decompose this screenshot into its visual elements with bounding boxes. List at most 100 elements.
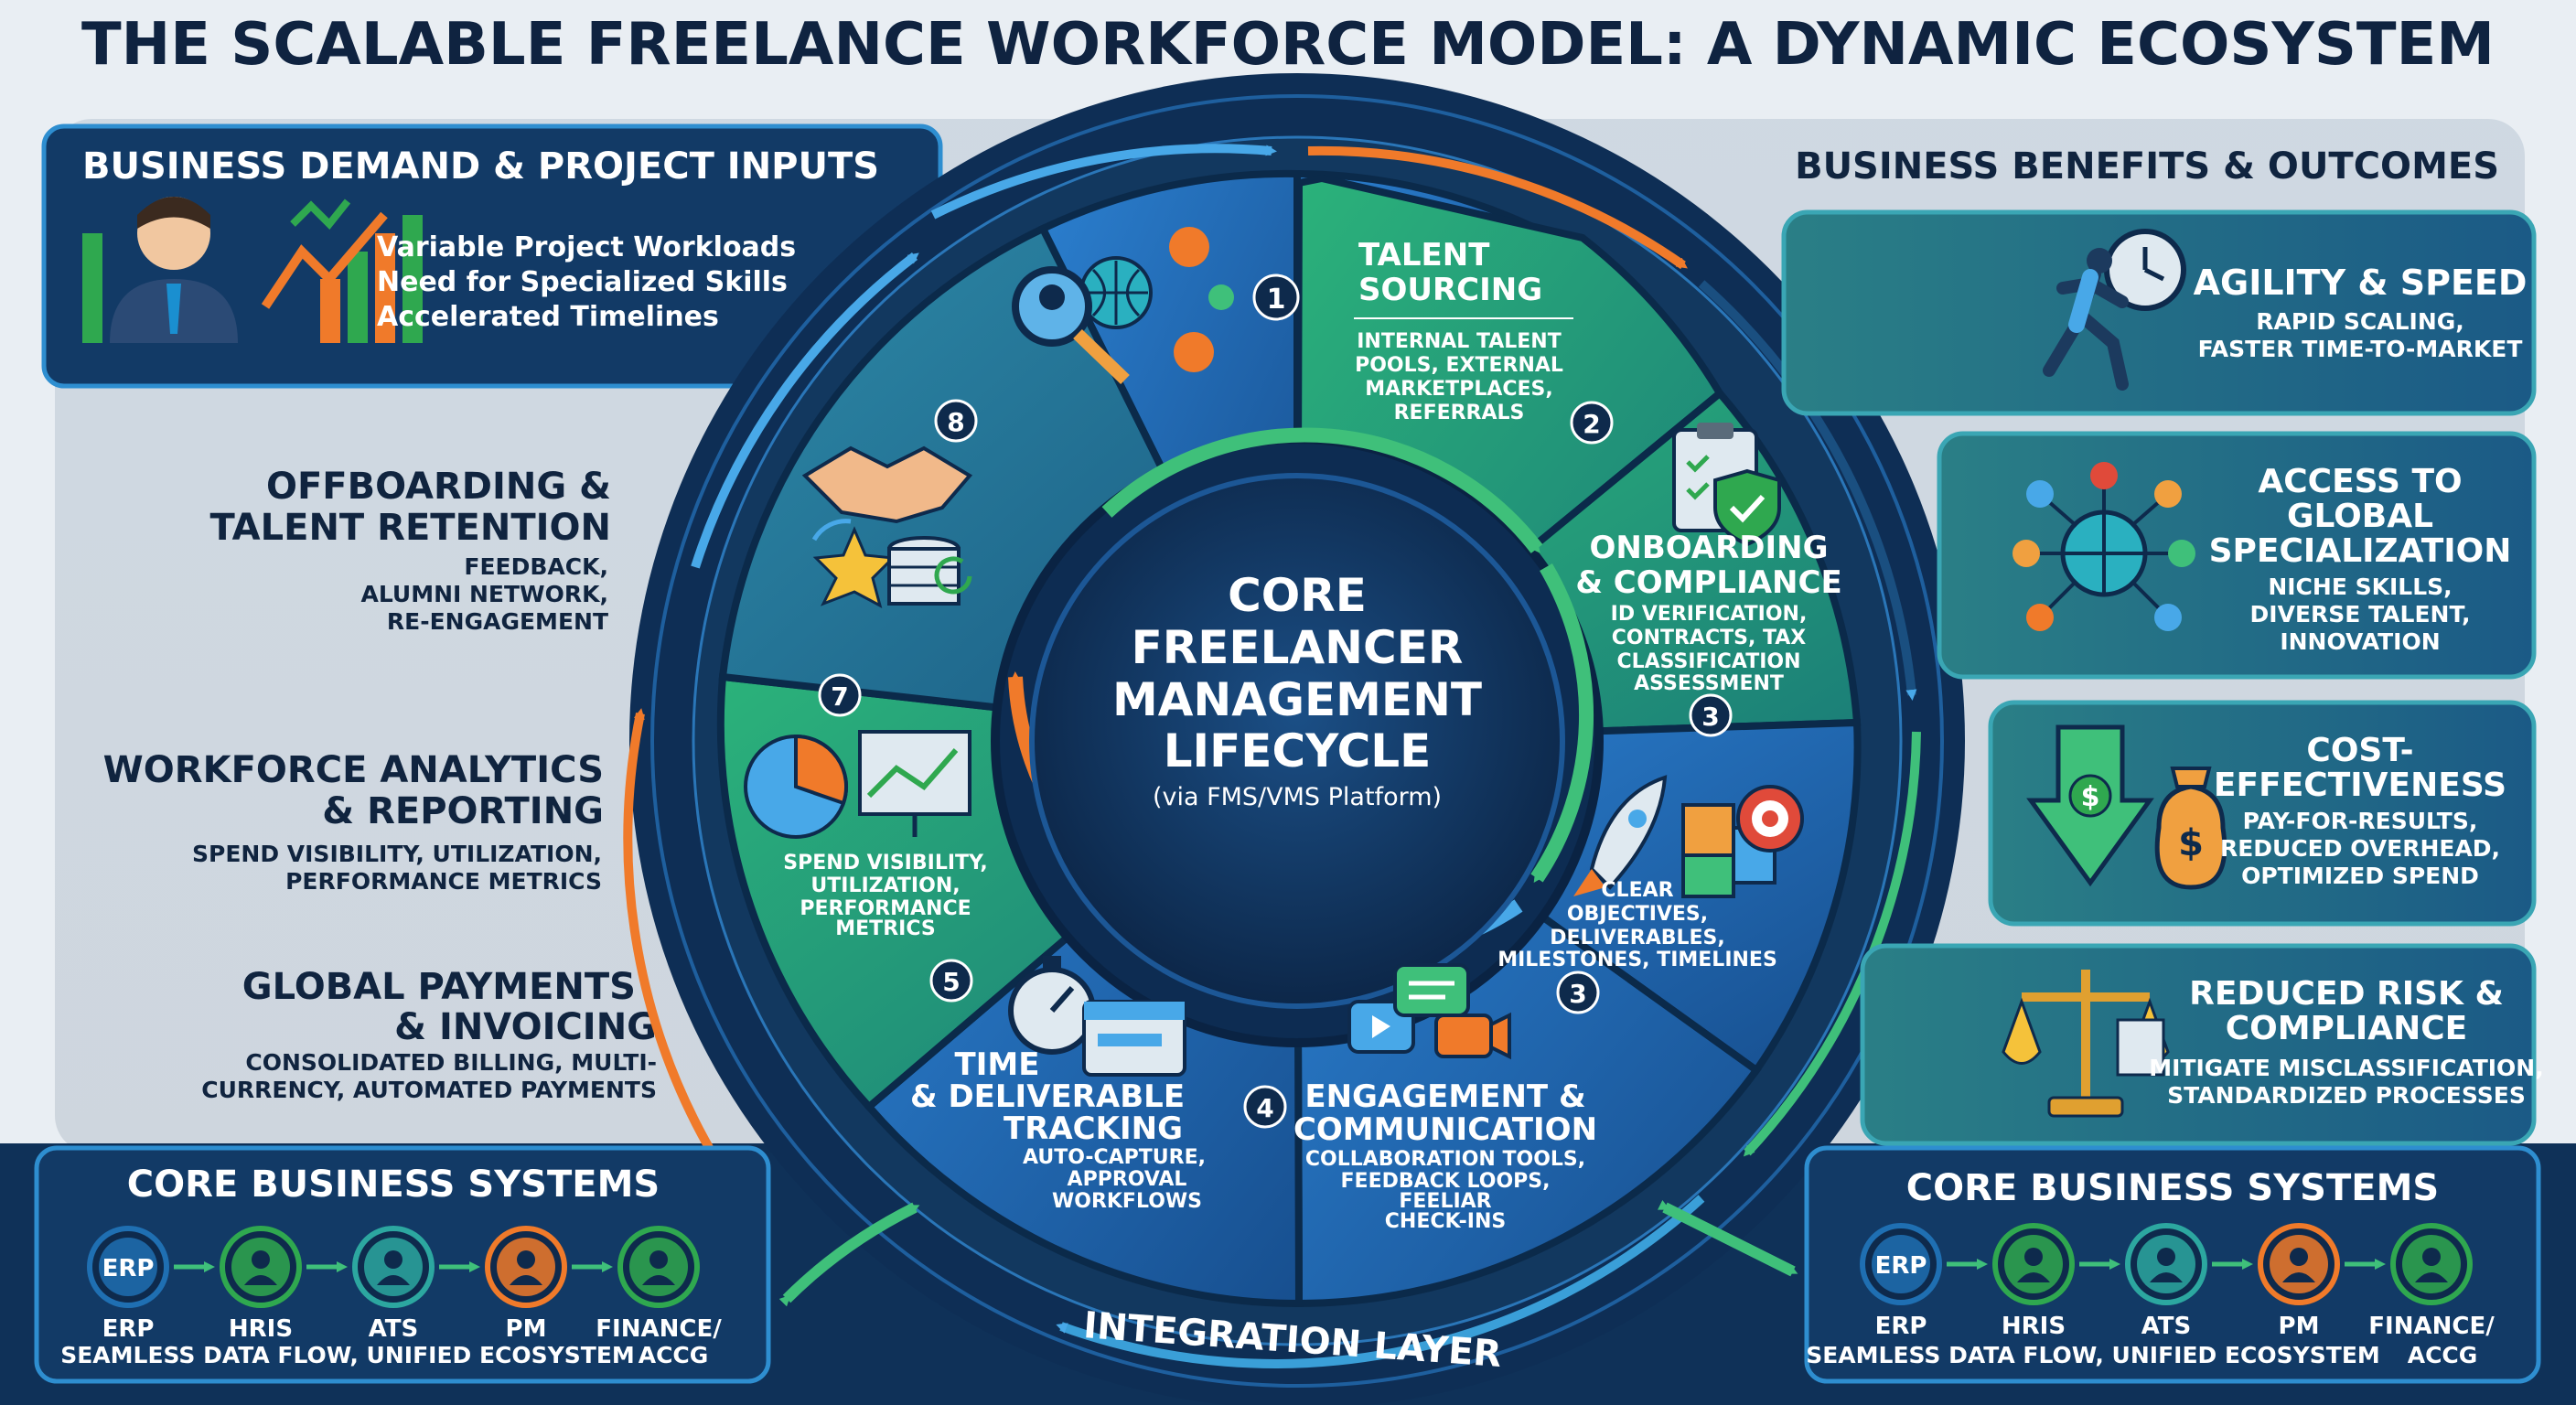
svg-text:RE-ENGAGEMENT: RE-ENGAGEMENT	[387, 608, 608, 635]
svg-text:INNOVATION: INNOVATION	[2280, 628, 2440, 655]
svg-text:& REPORTING: & REPORTING	[322, 790, 604, 832]
svg-text:ASSESSMENT: ASSESSMENT	[1634, 672, 1784, 695]
input-line-2: Need for Specialized Skills	[377, 266, 788, 298]
segment-2-title-2: SOURCING	[1358, 272, 1542, 308]
svg-text:STANDARDIZED PROCESSES: STANDARDIZED PROCESSES	[2167, 1082, 2526, 1109]
svg-text:CONTRACTS, TAX: CONTRACTS, TAX	[1612, 627, 1807, 649]
systems_left-label-2: ATS	[369, 1315, 419, 1343]
analytics-label: WORKFORCE ANALYTICS & REPORTING SPEND VI…	[103, 749, 604, 895]
segment-5-title-1: TIME	[955, 1046, 1040, 1083]
svg-text:OBJECTIVES,: OBJECTIVES,	[1567, 903, 1708, 926]
systems_left-item-finance: FINANCE/	[596, 1226, 722, 1343]
benefits-panel: BUSINESS BENEFITS & OUTCOMES	[1795, 145, 2499, 188]
systems_right-label-3: PM	[2279, 1313, 2320, 1340]
svg-text:OFFBOARDING &: OFFBOARDING &	[266, 466, 611, 508]
svg-text:AGILITY & SPEED: AGILITY & SPEED	[2194, 263, 2528, 303]
svg-text:WORKFLOWS: WORKFLOWS	[1052, 1190, 1202, 1213]
systems-right-panel: CORE BUSINESS SYSTEMS ERP ERP HRIS ATS PM FIN…	[1804, 1145, 2541, 1384]
svg-text:REFERRALS: REFERRALS	[1394, 402, 1525, 424]
benefit-global-specialization: ACCESS TO GLOBAL SPECIALIZATION NICHE SK…	[1937, 431, 2537, 680]
svg-text:CONSOLIDATED BILLING, MULTI-: CONSOLIDATED BILLING, MULTI-	[245, 1049, 657, 1076]
svg-text:PAY-FOR-RESULTS,: PAY-FOR-RESULTS,	[2243, 808, 2478, 834]
segment-3-title-1: ONBOARDING	[1590, 530, 1829, 566]
business-person-chart-icon	[82, 197, 423, 343]
segment-3-title-2: & COMPLIANCE	[1575, 564, 1841, 601]
segment-5-title-3: TRACKING	[1004, 1110, 1183, 1147]
talent-search-icon	[1012, 227, 1234, 385]
scales-icon	[2002, 970, 2170, 1118]
payments-label: GLOBAL PAYMENTS & INVOICING CONSOLIDATED…	[201, 966, 657, 1103]
svg-text:RAPID SCALING,: RAPID SCALING,	[2256, 308, 2464, 335]
systems_right-badge-0: ERP	[1875, 1252, 1927, 1280]
segment-3b-number: 3	[1569, 979, 1586, 1009]
input-line-1: Variable Project Workloads	[377, 231, 796, 263]
systems_right-label-2: ATS	[2141, 1313, 2192, 1340]
benefit-agility: AGILITY & SPEED RAPID SCALING, FASTER TI…	[1781, 209, 2537, 416]
segment-2-title-1: TALENT	[1358, 237, 1490, 273]
svg-text:AUTO-CAPTURE,: AUTO-CAPTURE,	[1023, 1146, 1206, 1169]
systems-left-footer-b: ACCG	[639, 1342, 709, 1368]
svg-text:ID VERIFICATION,: ID VERIFICATION,	[1611, 603, 1808, 626]
svg-text:TALENT RETENTION: TALENT RETENTION	[210, 507, 612, 549]
stopwatch-calendar-icon	[1008, 956, 1186, 1077]
systems_left-label-3: PM	[506, 1315, 547, 1343]
systems_right-item-pm: PM	[2258, 1223, 2386, 1340]
svg-text:ALUMNI NETWORK,: ALUMNI NETWORK,	[361, 581, 609, 607]
inputs-heading: BUSINESS DEMAND & PROJECT INPUTS	[82, 145, 879, 188]
svg-text:FASTER TIME-TO-MARKET: FASTER TIME-TO-MARKET	[2198, 336, 2523, 362]
svg-text:REDUCED OVERHEAD,: REDUCED OVERHEAD,	[2220, 835, 2500, 862]
svg-text:FEEDBACK LOOPS,: FEEDBACK LOOPS,	[1341, 1170, 1551, 1193]
systems_right-item-hris: HRIS	[1992, 1223, 2120, 1340]
svg-text:INTERNAL TALENT: INTERNAL TALENT	[1357, 330, 1561, 353]
input-line-3: Accelerated Timelines	[377, 301, 719, 333]
svg-text:GLOBAL: GLOBAL	[2287, 498, 2433, 535]
segment-2-number: 2	[1583, 409, 1600, 439]
page-title: THE SCALABLE FREELANCE WORKFORCE MODEL: …	[81, 11, 2495, 79]
core-line-1: CORE	[1228, 569, 1367, 622]
svg-text:SPECIALIZATION: SPECIALIZATION	[2209, 532, 2512, 570]
segment-4-title-1: ENGAGEMENT &	[1304, 1078, 1585, 1115]
core-subtitle: (via FMS/VMS Platform)	[1153, 783, 1442, 811]
lifecycle-wheel: CORE FREELANCER MANAGEMENT LIFECYCLE (vi…	[623, 73, 1965, 1405]
systems_right-label-4: FINANCE/	[2368, 1313, 2495, 1340]
svg-text:SPEND VISIBILITY,: SPEND VISIBILITY,	[783, 852, 987, 874]
svg-text:UTILIZATION,: UTILIZATION,	[810, 874, 960, 897]
systems_left-badge-0: ERP	[102, 1255, 155, 1282]
svg-text:GLOBAL PAYMENTS: GLOBAL PAYMENTS	[242, 966, 636, 1008]
segment-5-number: 5	[942, 967, 960, 997]
svg-text:APPROVAL: APPROVAL	[1068, 1168, 1187, 1191]
core-circle	[1029, 473, 1565, 1009]
svg-text:$: $	[2081, 781, 2100, 813]
svg-text:MARKETPLACES,: MARKETPLACES,	[1365, 378, 1553, 401]
systems_left-label-1: HRIS	[229, 1315, 293, 1343]
benefits-heading: BUSINESS BENEFITS & OUTCOMES	[1795, 145, 2499, 188]
systems_left-label-0: ERP	[102, 1315, 155, 1343]
svg-text:COLLABORATION TOOLS,: COLLABORATION TOOLS,	[1305, 1148, 1585, 1171]
svg-text:EFFECTIVENESS: EFFECTIVENESS	[2214, 767, 2506, 804]
svg-text:METRICS: METRICS	[835, 917, 935, 940]
svg-text:FEEDBACK,: FEEDBACK,	[464, 553, 608, 580]
systems_left-label-4: FINANCE/	[596, 1315, 722, 1343]
globe-network-icon	[2012, 462, 2195, 631]
svg-text:$: $	[2178, 822, 2204, 864]
systems_right-item-finance: FINANCE/	[2368, 1223, 2495, 1340]
svg-text:PERFORMANCE METRICS: PERFORMANCE METRICS	[285, 868, 602, 895]
svg-text:ACCESS TO: ACCESS TO	[2258, 463, 2462, 500]
clipboard-shield-icon	[1672, 423, 1781, 547]
svg-text:PERFORMANCE: PERFORMANCE	[800, 897, 971, 920]
svg-text:CLASSIFICATION: CLASSIFICATION	[1616, 650, 1800, 673]
segment-7-number: 7	[831, 681, 848, 712]
svg-text:COMPLIANCE: COMPLIANCE	[2226, 1010, 2468, 1047]
systems_right-label-1: HRIS	[2002, 1313, 2066, 1340]
systems_right-item-ats: ATS	[2125, 1223, 2253, 1340]
money-bag-icon: $ $	[2026, 724, 2227, 890]
core-line-3: MANAGEMENT	[1112, 673, 1482, 726]
svg-text:COST-: COST-	[2306, 732, 2413, 769]
svg-text:CURRENCY, AUTOMATED PAYMENTS: CURRENCY, AUTOMATED PAYMENTS	[201, 1077, 657, 1103]
segment-3-number: 3	[1701, 702, 1719, 732]
systems_left-item-ats: ATS	[352, 1226, 480, 1343]
segment-labels: 1 TALENT SOURCING INTERNAL TALENT POOLS,…	[744, 227, 1842, 1233]
systems_right-label-0: ERP	[1875, 1313, 1927, 1340]
systems-right-heading: CORE BUSINESS SYSTEMS	[1906, 1167, 2439, 1209]
offboarding-label: OFFBOARDING & TALENT RETENTION FEEDBACK,…	[210, 466, 612, 635]
